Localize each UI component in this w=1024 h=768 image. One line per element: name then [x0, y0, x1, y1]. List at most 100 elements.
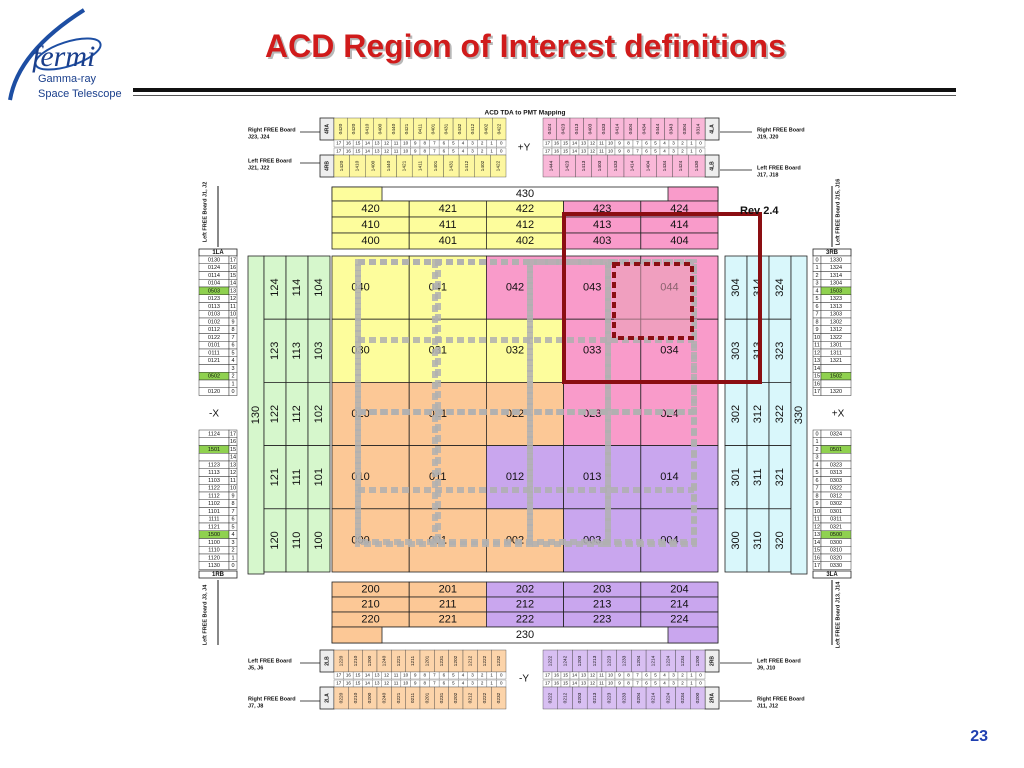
- top-strip-left: [331, 186, 383, 202]
- left-pin-code: 1122: [208, 486, 220, 492]
- bot-bus-a-code: 1240: [381, 655, 387, 666]
- bot-bus-a-code: 1221: [396, 655, 402, 666]
- bot-bus-b-code: 0200: [367, 692, 373, 703]
- tag-4la-label: 4LA: [709, 124, 715, 134]
- right-pin-code: 1303: [830, 312, 842, 318]
- caption-top-right2-line1: Right FREE Board: [757, 127, 805, 133]
- bottom-tile-label: 221: [439, 613, 457, 625]
- bot-pins-b-pin-label: 17: [336, 681, 342, 686]
- right-pin-number: 13: [814, 358, 820, 364]
- top-bus-a-code: 0431: [444, 123, 450, 134]
- left-column-label: 112: [291, 405, 303, 423]
- bot-bus-b-code: 0220: [338, 692, 344, 703]
- left-pin-code: 1111: [208, 517, 219, 523]
- top-bus-a-code: 0402: [483, 123, 489, 134]
- left-pin-number: 10: [230, 312, 236, 318]
- left-pin-code-cell: [198, 437, 230, 446]
- bot-bus-c-code: 1204: [636, 655, 642, 666]
- tag-2ra-label: 2RA: [709, 693, 715, 703]
- right-pin-code: 0322: [830, 486, 842, 492]
- top-pins-b-pin-label: 10: [403, 149, 409, 154]
- left-pin-number: 8: [231, 501, 234, 507]
- bot-pins-d-pin-label: 6: [645, 681, 648, 686]
- left-pin-code: 0503: [208, 288, 220, 294]
- left-pin-number: 11: [230, 478, 236, 484]
- right-column-label: 300: [730, 531, 742, 549]
- top-pins-d-pin-label: 4: [663, 149, 666, 154]
- bot-pins-c-pin-label: 6: [645, 673, 648, 678]
- axis-plus-y: +Y: [518, 143, 531, 154]
- top-pins-c-pin-label: 3: [672, 141, 675, 146]
- right-pin-number: 0: [815, 257, 818, 263]
- bot-pins-b-pin-label: 7: [433, 681, 436, 686]
- right-pin-number: 13: [814, 532, 820, 538]
- right-pin-code: 1301: [830, 343, 842, 349]
- left-pin-number: 7: [231, 509, 234, 515]
- top-pins-d-pin-label: 14: [572, 149, 578, 154]
- top-bus-a-code: 0440: [391, 123, 397, 134]
- right-column-label: 323: [774, 342, 786, 360]
- top-pins-c-pin-label: 0: [699, 141, 702, 146]
- right-pin-code: 1503: [830, 288, 842, 294]
- top-pins-b-pin-label: 13: [374, 149, 380, 154]
- bottom-tile-label: 203: [593, 583, 611, 595]
- right-pin-number: 10: [814, 509, 820, 515]
- top-pins-a-pin-label: 2: [481, 141, 484, 146]
- tag-1rb-label: 1RB: [212, 572, 225, 578]
- right-pin-code: 1330: [830, 257, 842, 263]
- left-pin-number-cell: [228, 387, 238, 396]
- top-tile-label: 412: [516, 219, 534, 231]
- top-pins-b-pin-label: 5: [452, 149, 455, 154]
- top-pins-c-pin-label: 12: [590, 141, 596, 146]
- left-pin-code: 0101: [208, 343, 220, 349]
- side-right-top-caption: Left FREE Board J15, J16: [835, 179, 841, 246]
- top-bus-a-code: 0412: [470, 123, 476, 134]
- right-column-label: 313: [752, 342, 764, 360]
- bot-pins-d-pin-label: 15: [563, 681, 569, 686]
- bot-pins-a-pin: [496, 671, 507, 680]
- top-pins-a-pin-label: 10: [403, 141, 409, 146]
- bottom-tile-label: 200: [361, 583, 379, 595]
- grid-tile-label: 013: [583, 471, 601, 483]
- bottom-strip-right: [667, 626, 719, 644]
- tag-1la-label: 1LA: [212, 250, 224, 256]
- top-bus-a-code: 0421: [404, 123, 410, 134]
- caption-top-left-line1: Left FREE Board: [248, 158, 292, 164]
- right-pin-number: 11: [814, 343, 820, 349]
- right-pin-number: 8: [815, 319, 818, 325]
- left-pin-number: 1: [231, 555, 234, 561]
- top-bus-d-code: 1423: [565, 160, 571, 171]
- top-pins-b-pin-label: 9: [414, 149, 417, 154]
- top-pins-d-pin-label: 5: [654, 149, 657, 154]
- top-tile-label: 411: [439, 219, 457, 231]
- top-pins-a-pin-label: 4: [462, 141, 465, 146]
- bottom-tile-label: 201: [439, 583, 457, 595]
- bot-pins-c-pin-label: 4: [663, 673, 666, 678]
- bottom-tile-label: 214: [670, 598, 688, 610]
- bot-pins-a-pin-label: 15: [355, 673, 361, 678]
- bot-pins-c-pin-label: 3: [672, 673, 675, 678]
- right-pin-code: 1302: [830, 319, 842, 325]
- bot-pins-c-pin-label: 12: [590, 673, 596, 678]
- top-tile-label: 410: [361, 219, 379, 231]
- caption-bot-left-line1: Left FREE Board: [248, 658, 292, 664]
- grid-tile: [331, 255, 410, 320]
- left-column-tile: [307, 508, 331, 573]
- top-bus-c-code: 0444: [655, 123, 661, 134]
- left-pin-code: 0113: [208, 304, 220, 310]
- bot-bus-d-code: 0204: [636, 692, 642, 703]
- bot-bus-b-code: 0212: [467, 692, 473, 703]
- top-pins-a-pin-label: 3: [471, 141, 474, 146]
- bot-pins-a-pin-label: 1: [490, 673, 493, 678]
- right-pin-number: 17: [814, 389, 820, 395]
- top-bus-d-cell: [688, 154, 706, 178]
- top-pins-c-pin-label: 10: [608, 141, 614, 146]
- left-pin-code: 1501: [208, 447, 220, 453]
- grid-tile: [485, 255, 564, 320]
- roi-region-box: [562, 212, 762, 384]
- bot-pins-a-pin-label: 13: [374, 673, 380, 678]
- right-pin-number: 3: [815, 281, 818, 287]
- bot-pins-d-pin-label: 2: [681, 681, 684, 686]
- bot-bus-d-code: 0203: [577, 692, 583, 703]
- top-strip-right: [667, 186, 719, 202]
